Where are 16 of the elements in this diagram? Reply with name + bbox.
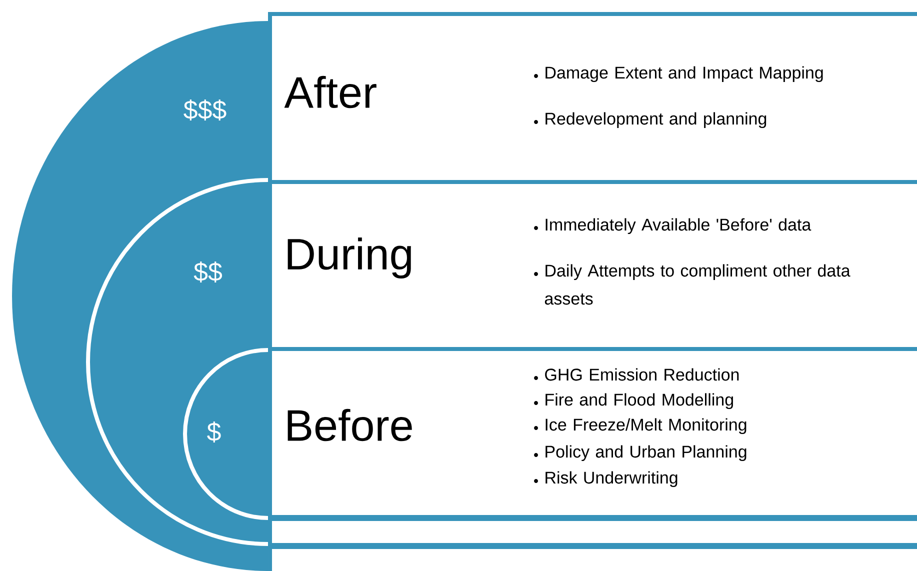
band-box — [268, 517, 917, 547]
bullet-item: Redevelopment and planning — [534, 112, 766, 128]
stage-heading: Before — [288, 408, 412, 442]
bullet-item: Policy and Urban Planning — [534, 445, 746, 462]
bullet-item: Ice Freeze/Melt Monitoring — [534, 418, 746, 434]
bullet-item: GHG Emission Reduction — [534, 368, 739, 381]
bullet-item: Risk Underwriting — [534, 471, 678, 488]
bullet-item: Daily Attempts to compliment other data assets — [534, 264, 850, 305]
bullet-item: Immediately Available 'Before' data — [534, 218, 812, 234]
stage-heading: After — [284, 76, 376, 108]
semicircle: $ — [183, 348, 268, 520]
node-label: $$$ — [184, 99, 226, 121]
band-box — [268, 545, 917, 571]
stage-heading: During — [288, 238, 411, 278]
bullet-item: Damage Extent and Impact Mapping — [534, 66, 823, 82]
bullet-item: Fire and Flood Modelling — [534, 393, 733, 410]
